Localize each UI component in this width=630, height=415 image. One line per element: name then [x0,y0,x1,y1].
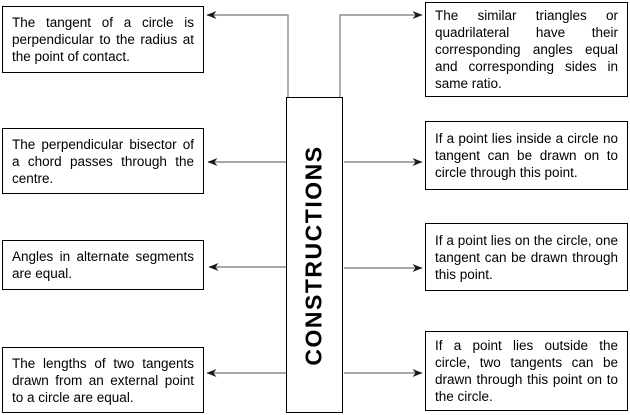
concept-text: Angles in alternate segments are equal. [12,249,194,281]
concept-box-alternate-segments: Angles in alternate segments are equal. [2,240,204,290]
concept-box-perpendicular-bisector: The perpendicular bisector of a chord pa… [2,128,204,194]
concept-box-similar-triangles: The similar triangles or quadrilateral h… [425,2,628,97]
concept-box-point-outside-circle: If a point lies outside the circle, two … [425,331,628,411]
concept-box-point-on-circle: If a point lies on the circle, one tange… [425,223,628,291]
concept-box-two-tangents-equal: The lengths of two tangents drawn from a… [2,347,204,413]
concept-box-point-inside-circle: If a point lies inside a circle no tange… [425,121,628,190]
concept-text: If a point lies inside a circle no tange… [435,131,618,180]
arrow-to-right-box-1 [339,11,423,97]
concept-text: The similar triangles or quadrilateral h… [435,8,618,91]
concept-box-tangent-perpendicular: The tangent of a circle is perpendicular… [2,6,204,73]
concept-text: The lengths of two tangents drawn from a… [12,355,194,405]
concept-text: If a point lies on the circle, one tange… [435,232,618,282]
central-topic-title: CONSTRUCTIONS [301,144,327,366]
concept-text: If a point lies outside the circle, two … [435,338,618,404]
concept-text: The perpendicular bisector of a chord pa… [12,136,194,186]
central-topic-box: CONSTRUCTIONS [286,97,343,413]
concept-text: The tangent of a circle is perpendicular… [12,15,194,64]
arrow-to-left-box-1 [206,11,289,97]
